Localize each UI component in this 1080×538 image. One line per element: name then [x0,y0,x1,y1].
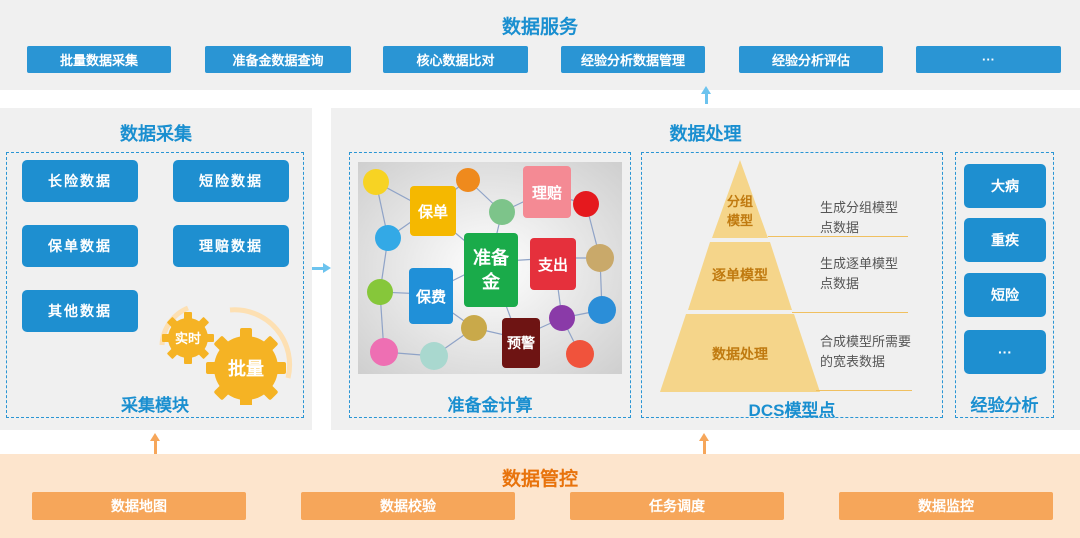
arrow-up-to-services-icon [701,86,711,94]
experience-more-button[interactable]: ··· [964,330,1046,374]
experience-major-disease-button[interactable]: 重疾 [964,218,1046,262]
data-control-title: 数据管控 [501,469,578,490]
pyramid-level-group: 分组 模型 [726,194,753,228]
pyramid-level-single: 逐单模型 [712,267,768,283]
data-collection-title: 数据采集 [120,124,192,144]
reserve-tile-policy: 保单 [410,186,456,236]
experience-analysis-label: 经验分析 [970,396,1039,415]
arrow-stem-control-to-collection [154,440,157,454]
experience-dashed-box [955,152,1054,418]
pyramid-desc-group: 生成分组模型 点数据 [820,200,899,235]
control-data-map-button[interactable]: 数据地图 [32,492,246,520]
experience-critical-illness-button[interactable]: 大病 [964,164,1046,208]
policy-data-button[interactable]: 保单数据 [22,225,138,267]
reserve-graph-canvas [358,162,622,374]
control-task-schedule-button[interactable]: 任务调度 [570,492,784,520]
pyramid-separator-2 [792,312,908,313]
dcs-dashed-box [641,152,943,418]
control-data-validation-button[interactable]: 数据校验 [301,492,515,520]
other-data-button[interactable]: 其他数据 [22,290,138,332]
arrow-up-control-to-collection-icon [150,433,160,441]
service-experience-eval-button[interactable]: 经验分析评估 [739,46,883,73]
collection-dashed-box [6,152,304,418]
reserve-center-tile: 准备 金 [464,233,518,307]
arrow-right-to-processing-icon [323,263,331,273]
pyramid-desc-processing: 合成模型所需要 的宽表数据 [820,334,912,369]
pyramid-separator-1 [768,236,908,237]
control-data-monitor-button[interactable]: 数据监控 [839,492,1053,520]
realtime-gear-label: 实时 [174,331,201,346]
data-services-title: 数据服务 [501,17,578,38]
collection-module-label: 采集模块 [121,396,189,415]
reserve-calc-label: 准备金计算 [447,396,533,415]
arrow-stem-control-to-processing [703,440,706,454]
batch-gear-label: 批量 [228,359,264,379]
experience-short-insurance-button[interactable]: 短险 [964,273,1046,317]
pyramid-separator-3 [816,390,912,391]
dcs-model-label: DCS模型点 [748,401,836,420]
pyramid-level-processing: 数据处理 [712,346,768,362]
gears-icon [159,305,293,405]
reserve-tile-premium: 保费 [409,268,453,324]
reserve-calc-dashed-box [349,152,631,418]
data-processing-title: 数据处理 [669,124,742,144]
dcs-pyramid [660,160,820,392]
reserve-tile-warning: 预警 [502,318,540,368]
service-experience-data-button[interactable]: 经验分析数据管理 [561,46,705,73]
service-reserve-query-button[interactable]: 准备金数据查询 [205,46,351,73]
arrow-stem-to-services [705,92,708,104]
long-insurance-data-button[interactable]: 长险数据 [22,160,138,202]
service-batch-collect-button[interactable]: 批量数据采集 [27,46,171,73]
short-insurance-data-button[interactable]: 短险数据 [173,160,289,202]
data-services-band: 数据服务 批量数据采集 准备金数据查询 核心数据比对 经验分析数据管理 经验分析… [0,0,1080,90]
arrow-up-control-to-processing-icon [699,433,709,441]
pyramid-desc-single: 生成逐单模型 点数据 [820,256,899,291]
service-more-button[interactable]: ··· [916,46,1061,73]
claims-data-button[interactable]: 理赔数据 [173,225,289,267]
arrow-stem-to-processing [312,267,324,270]
reserve-tile-expense: 支出 [530,238,576,290]
reserve-tile-claims: 理赔 [523,166,571,218]
service-core-compare-button[interactable]: 核心数据比对 [383,46,528,73]
